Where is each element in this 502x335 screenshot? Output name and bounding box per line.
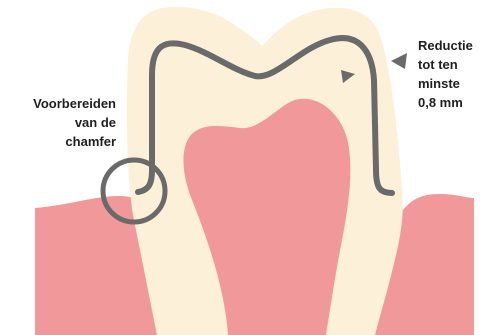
reduction-label: Reductie tot ten minste 0,8 mm	[418, 36, 500, 112]
reduction-arrow-icon	[391, 53, 407, 69]
chamfer-label: Voorbereiden van de chamfer	[4, 94, 116, 151]
